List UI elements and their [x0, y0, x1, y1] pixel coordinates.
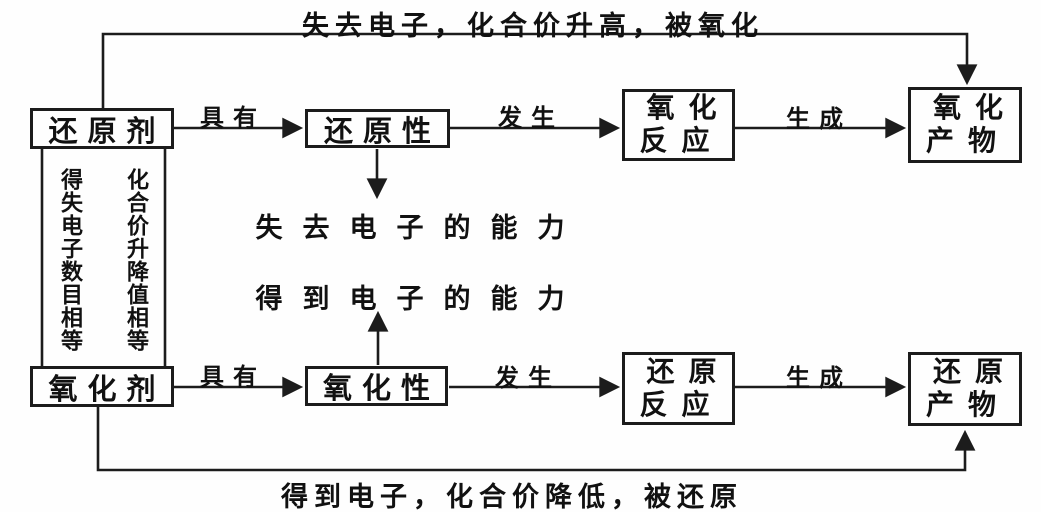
- box-oxidation-reaction: 氧化反应: [622, 89, 735, 161]
- box-oxidizing-property: 氧化性: [305, 366, 448, 406]
- electrons-equal-vertical-label: 得失电子数目相等: [58, 168, 83, 352]
- box-oxidation-product: 氧化产物: [908, 87, 1022, 163]
- edge-label-has-top: 具有: [200, 106, 266, 132]
- box-reducing-agent: 还原剂: [30, 108, 174, 149]
- box-reduction-reaction: 还原反应: [622, 352, 735, 425]
- edge-label-undergo-bottom: 发生: [495, 366, 561, 392]
- lose-electron-ability-label: 失去电子的能力: [255, 213, 585, 243]
- edge-label-produce-top: 生成: [786, 107, 852, 133]
- box-oxidizing-agent: 氧化剂: [30, 366, 174, 407]
- box-reduction-product: 还原产物: [908, 352, 1022, 426]
- top-loop-path: [101, 32, 978, 108]
- edge-label-undergo-top: 发生: [498, 106, 564, 132]
- box-reducing-property: 还原性: [305, 109, 450, 148]
- gain-electron-ability-label: 得到电子的能力: [255, 284, 585, 314]
- edge-label-has-bottom: 具有: [200, 365, 266, 391]
- top-path-caption: 失去电子，化合价升高，被氧化: [302, 11, 764, 41]
- edge-label-produce-bottom: 生成: [786, 366, 852, 392]
- valence-equal-vertical-label: 化合价升降值相等: [124, 168, 149, 352]
- bottom-path-caption: 得到电子，化合价降低，被还原: [281, 482, 743, 512]
- bottom-loop-path: [96, 407, 976, 472]
